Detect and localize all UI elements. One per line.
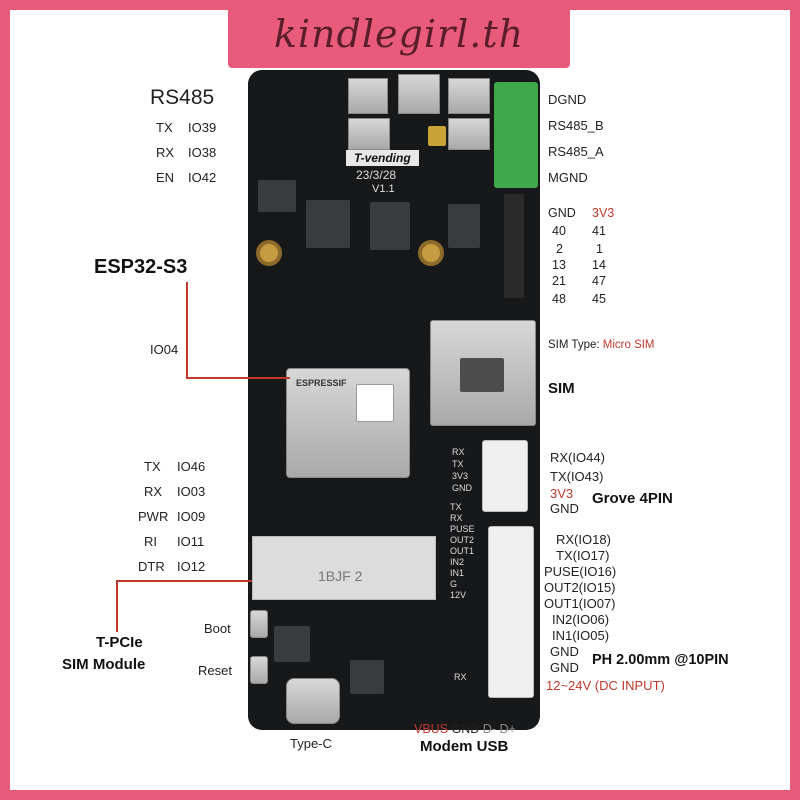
terminal-dgnd: DGND: [548, 92, 587, 107]
inductor-5: [448, 118, 490, 150]
header-r0-right: 3V3: [592, 206, 615, 220]
grove-pin-rx: RX(IO44): [550, 450, 605, 465]
terminal-rs485-b: RS485_B: [548, 118, 604, 133]
header-r4-right: 47: [592, 274, 606, 288]
modem-dtr-io: IO12: [177, 559, 206, 574]
rx-silk: RX: [454, 672, 467, 682]
header-r5-right: 45: [592, 292, 606, 306]
ph-pin-rx: RX(IO18): [556, 532, 611, 547]
ph-power: 12~24V (DC INPUT): [546, 678, 665, 693]
ph-silk: TX RX PUSE OUT2 OUT1 IN2 IN1 G 12V: [450, 502, 475, 600]
mount-hole-left: [256, 240, 282, 266]
modem-tx-label: TX: [144, 459, 161, 474]
pcb-board: T-vending 23/3/28 V1.1 ESPRESSIF RX TX 3…: [248, 70, 540, 730]
modem-usb-pins: VBUS GND D- D+: [414, 722, 516, 736]
inductor-2: [398, 74, 440, 114]
header-r1-right: 41: [592, 224, 606, 238]
header-r5-left: 48: [552, 292, 566, 306]
rs485-rx-io: IO38: [188, 145, 217, 160]
modem-usb-title: Modem USB: [420, 738, 509, 755]
rs485-tx-io: IO39: [188, 120, 217, 135]
ph-connector: [488, 526, 534, 698]
esp-io04: IO04: [150, 342, 179, 357]
pin-header: [504, 194, 524, 298]
inductor-1: [348, 78, 388, 114]
reset-button[interactable]: [250, 656, 268, 684]
mount-hole-right: [418, 240, 444, 266]
ph-pin-in1: IN1(IO05): [552, 628, 610, 643]
ph-pin-gnd2: GND: [550, 660, 579, 675]
modem-tx-io: IO46: [177, 459, 206, 474]
modem-pwr-io: IO09: [177, 509, 206, 524]
reset-label: Reset: [198, 663, 232, 678]
ph-pin-tx: TX(IO17): [556, 548, 610, 563]
header-r4-left: 21: [552, 274, 566, 288]
typec-port[interactable]: [286, 678, 340, 724]
sim-title: SIM: [548, 380, 575, 397]
ph-pin-gnd1: GND: [550, 644, 579, 659]
esp-line-horizontal: [186, 377, 290, 379]
pcie-slot: [252, 536, 436, 600]
board-name: T-vending: [346, 150, 419, 166]
grove-pin-tx: TX(IO43): [550, 469, 604, 484]
tpcie-line-vertical: [116, 580, 118, 632]
esp32-module-text: ESPRESSIF: [296, 378, 347, 388]
terminal-rs485-a: RS485_A: [548, 144, 604, 159]
grove-title: Grove 4PIN: [592, 490, 673, 507]
ph-pin-out1: OUT1(IO07): [544, 596, 616, 611]
rs485-en-io: IO42: [188, 170, 217, 185]
watermark-text: kindlegirl.th: [273, 12, 525, 56]
modem-ri-io: IO11: [177, 534, 205, 549]
rs485-title: RS485: [150, 86, 215, 109]
sim-type: SIM Type: Micro SIM: [548, 339, 655, 351]
ph-pin-in2: IN2(IO06): [552, 612, 610, 627]
modem-rx-label: RX: [144, 484, 163, 499]
rs485-tx-label: TX: [156, 120, 173, 135]
chip-a: [258, 180, 296, 212]
chip-b: [306, 200, 350, 248]
qr-code: [356, 384, 394, 422]
rs485-rx-label: RX: [156, 145, 175, 160]
header-r3-right: 14: [592, 258, 606, 272]
grove-pin-gnd: GND: [550, 501, 579, 516]
header-r3-left: 13: [552, 258, 566, 272]
terminal-mgnd: MGND: [548, 170, 588, 185]
grove-silk: RX TX 3V3 GND: [452, 447, 472, 493]
typec-label: Type-C: [290, 736, 332, 751]
tpcie-line-horizontal: [116, 580, 252, 582]
modem-rx-io: IO03: [177, 484, 206, 499]
header-r2-right: 1: [596, 242, 603, 256]
tpcie-line2: SIM Module: [62, 656, 146, 673]
rs485-terminal-block: [494, 82, 538, 188]
boot-button[interactable]: [250, 610, 268, 638]
rs485-en-label: EN: [156, 170, 175, 185]
chip-f: [350, 660, 384, 694]
watermark-banner: kindlegirl.th: [228, 0, 570, 68]
ph-pin-puse: PUSE(IO16): [544, 564, 617, 579]
chip-c: [370, 202, 410, 250]
inductor-4: [348, 118, 390, 150]
modem-dtr-label: DTR: [138, 559, 165, 574]
inductor-3: [448, 78, 490, 114]
grove-connector: [482, 440, 528, 512]
esp32-title: ESP32-S3: [94, 256, 188, 278]
chip-d: [448, 204, 480, 248]
header-r0-left: GND: [548, 206, 576, 220]
modem-ri-label: RI: [144, 534, 157, 549]
sim-contacts: [460, 358, 504, 392]
board-date: 23/3/28: [356, 168, 397, 182]
ph-title: PH 2.00mm @10PIN: [592, 652, 729, 668]
modem-pwr-label: PWR: [138, 509, 169, 524]
tpcie-line1: T-PCIe: [96, 634, 143, 651]
header-r1-left: 40: [552, 224, 566, 238]
header-r2-left: 2: [556, 242, 563, 256]
boot-label: Boot: [204, 621, 231, 636]
board-version: V1.1: [372, 183, 395, 195]
ph-pin-out2: OUT2(IO15): [544, 580, 616, 595]
capacitor: [428, 126, 446, 146]
pcie-text: 1BJF 2: [318, 568, 363, 584]
grove-pin-3v3: 3V3: [550, 486, 574, 501]
esp-line-vertical: [186, 282, 188, 378]
chip-e: [274, 626, 310, 662]
